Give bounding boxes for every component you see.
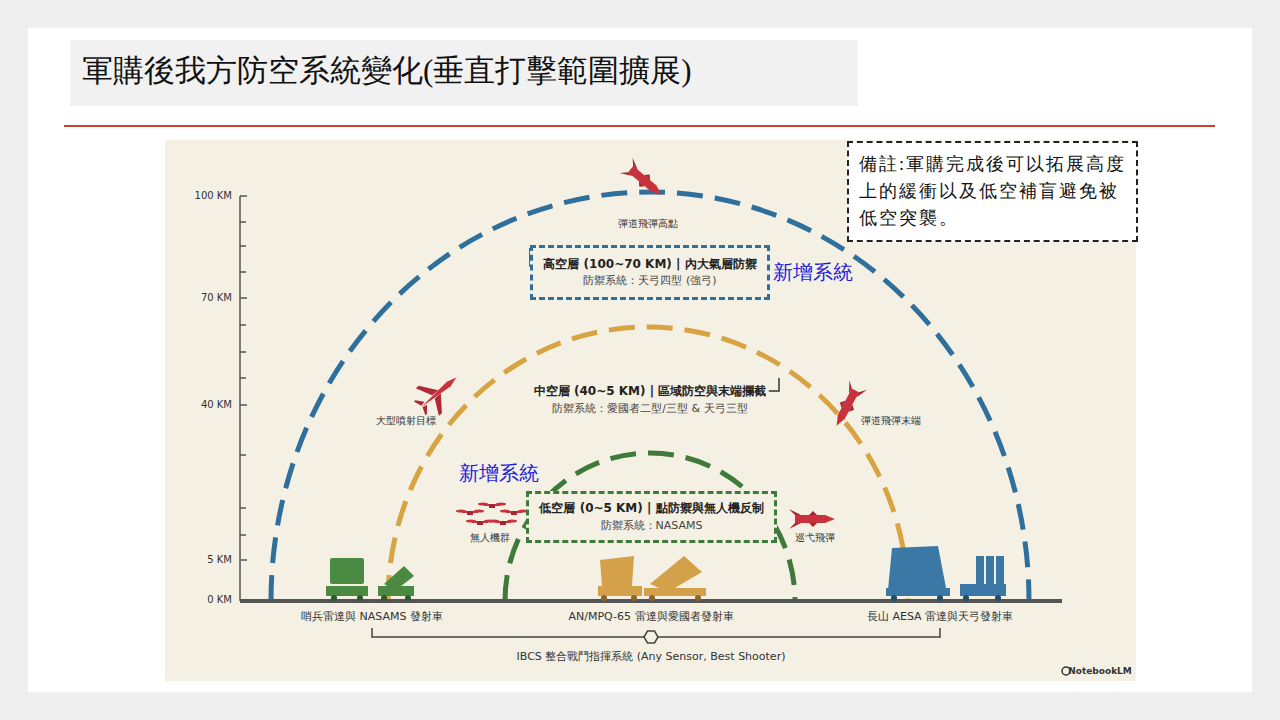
equipment-label: 長山 AESA 雷達與天弓發射車 <box>867 610 1013 623</box>
watermark: NotebookLM <box>1068 666 1132 677</box>
box-body: 防禦系統：NASAMS <box>601 518 703 534</box>
drone-swarm-icon <box>456 503 528 526</box>
threat-label: 無人機群 <box>470 532 510 544</box>
altitude-axis <box>240 196 247 601</box>
axis-label: 100 KM <box>195 190 232 202</box>
ballistic-missile-icon <box>620 158 668 203</box>
equipment-label: AN/MPQ-65 雷達與愛國者發射車 <box>568 610 733 623</box>
box-body: 防禦系統：天弓四型 (強弓) <box>583 273 716 289</box>
sentinel-nasams-icon <box>326 558 414 601</box>
note-box: 備註:軍購完成後可以拓展高度上的緩衝以及低空補盲避免被低空突襲。 <box>847 141 1138 242</box>
layer-heading: 中空層 (40~5 KM) | 區域防空與末端攔截 <box>531 384 769 398</box>
threat-label: 彈道飛彈高點 <box>618 218 678 230</box>
slide-title: 軍購後我方防空系統變化(垂直打擊範圍擴展) <box>82 50 692 92</box>
chang-shan-tien-kung-icon <box>886 546 1006 601</box>
equipment-label: 哨兵雷達與 NASAMS 發射車 <box>301 610 443 623</box>
patriot-icon <box>598 556 706 601</box>
box-heading: 高空層 (100~70 KM) | 內大氣層防禦 <box>543 256 756 273</box>
title-rule <box>64 125 1215 127</box>
high-layer-box: 高空層 (100~70 KM) | 內大氣層防禦防禦系統：天弓四型 (強弓) <box>530 245 770 300</box>
fighter-jet-icon <box>408 364 468 422</box>
axis-label: 40 KM <box>201 399 232 411</box>
threat-label: 巡弋飛彈 <box>795 532 835 544</box>
low-layer-arc <box>505 453 795 601</box>
new-system-tag: 新增系統 <box>459 461 539 485</box>
low-layer-box: 低空層 (0~5 KM) | 點防禦與無人機反制防禦系統：NASAMS <box>526 491 777 543</box>
layer-systems: 防禦系統：愛國者二型/三型 & 天弓三型 <box>549 402 750 415</box>
axis-label: 0 KM <box>207 594 232 606</box>
high-layer-arc <box>271 192 1029 601</box>
axis-label: 70 KM <box>201 292 232 304</box>
axis-label: 5 KM <box>207 554 232 566</box>
new-system-tag: 新增系統 <box>773 260 853 284</box>
mid-layer-arc <box>388 327 908 601</box>
threat-label: 大型噴射目標 <box>376 415 436 427</box>
threat-label: 彈道飛彈末端 <box>861 415 921 427</box>
ibcs-bracket <box>372 628 940 643</box>
box-heading: 低空層 (0~5 KM) | 點防禦與無人機反制 <box>539 500 763 517</box>
command-system-label: IBCS 整合戰鬥指揮系統 (Any Sensor, Best Shooter) <box>514 650 789 663</box>
cruise-missile-icon <box>789 509 835 529</box>
box-heading: 備註:軍購完成後可以拓展高度上的緩衝以及低空補盲避免被低空突襲。 <box>859 151 1126 232</box>
